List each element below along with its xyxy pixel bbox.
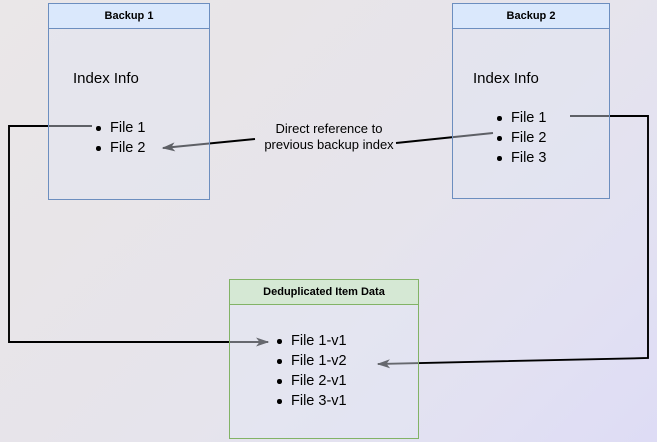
node-backup-1-file-list: File 1 File 2 [94,118,145,158]
node-backup-2[interactable]: Backup 2 Index Info File 1 File 2 File 3 [452,3,610,199]
node-deduplicated-item-data-file-list: File 1-v1 File 1-v2 File 2-v1 File 3-v1 [275,331,347,411]
node-backup-2-index-info-label: Index Info [473,70,539,87]
node-deduplicated-item-data-body: File 1-v1 File 1-v2 File 2-v1 File 3-v1 [230,305,418,438]
edge-label-direct-reference: Direct reference to previous backup inde… [264,121,394,152]
list-item: File 3-v1 [275,391,347,411]
list-item: File 3 [495,148,546,168]
list-item: File 1 [94,118,145,138]
node-backup-2-header: Backup 2 [453,4,609,29]
node-backup-1-header: Backup 1 [49,4,209,29]
node-backup-1[interactable]: Backup 1 Index Info File 1 File 2 [48,3,210,200]
node-backup-2-body: Index Info File 1 File 2 File 3 [453,29,609,198]
node-deduplicated-item-data-header: Deduplicated Item Data [230,280,418,305]
node-backup-2-file-list: File 1 File 2 File 3 [495,108,546,168]
list-item: File 1-v2 [275,351,347,371]
node-deduplicated-item-data[interactable]: Deduplicated Item Data File 1-v1 File 1-… [229,279,419,439]
node-backup-1-index-info-label: Index Info [73,70,139,87]
list-item: File 2 [94,138,145,158]
list-item: File 1 [495,108,546,128]
list-item: File 2-v1 [275,371,347,391]
list-item: File 1-v1 [275,331,347,351]
node-backup-1-body: Index Info File 1 File 2 [49,29,209,199]
list-item: File 2 [495,128,546,148]
